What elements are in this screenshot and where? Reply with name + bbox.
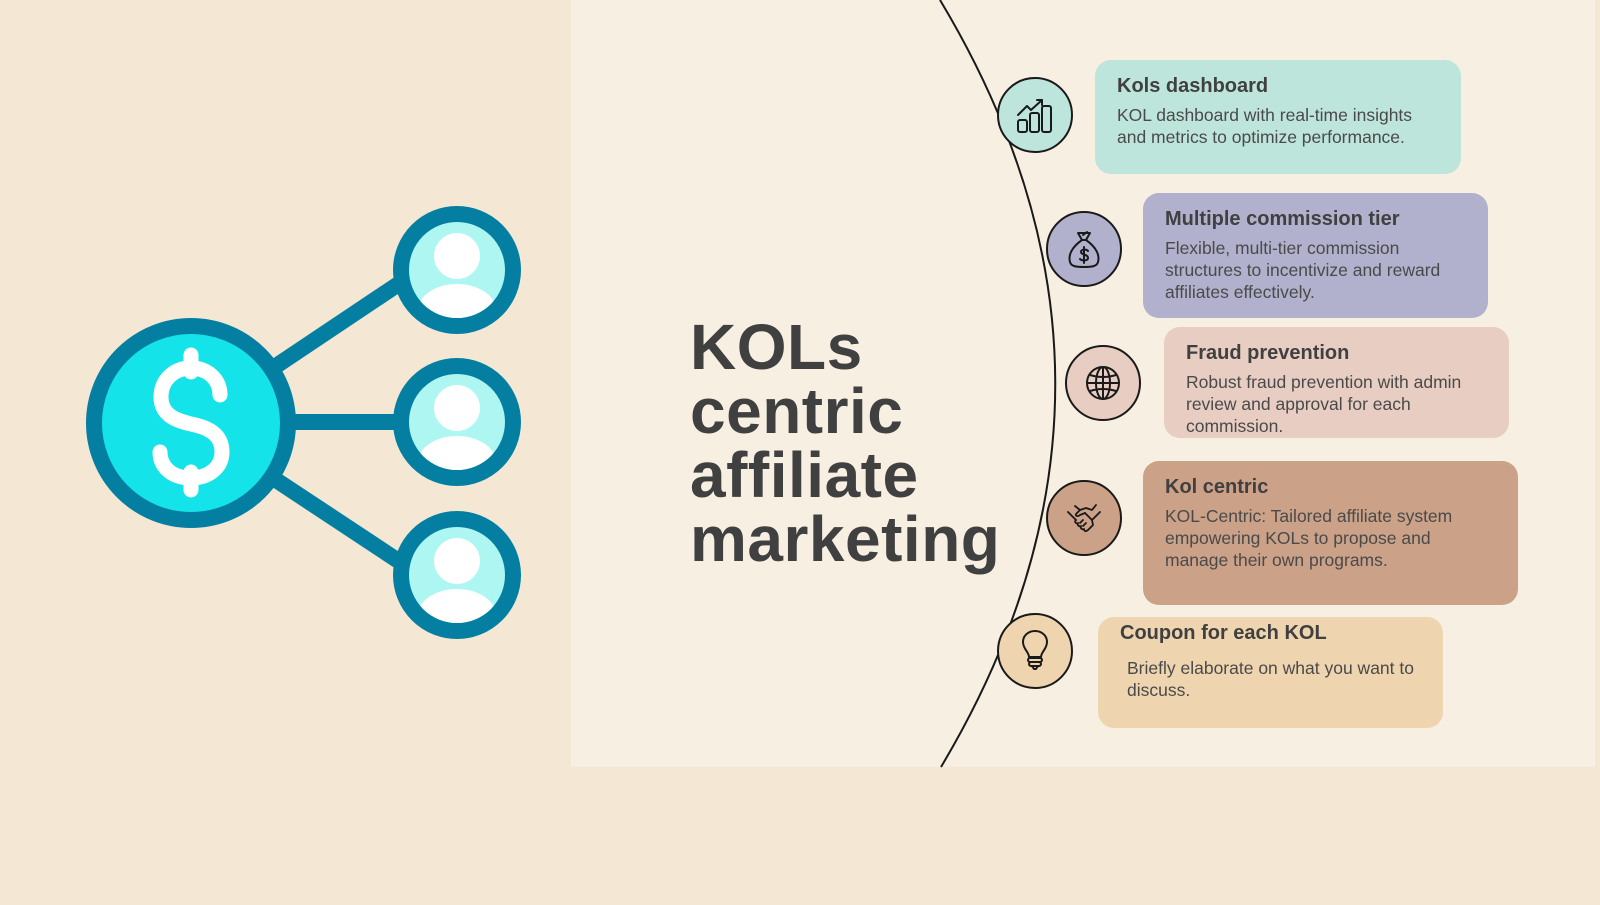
feature-card-kol-centric: Kol centric KOL-Centric: Tailored affili… [1143, 461, 1518, 605]
feature-description: KOL dashboard with real-time insights an… [1117, 105, 1413, 147]
title-line: centric [690, 375, 904, 447]
feature-description: Briefly elaborate on what you want to di… [1127, 658, 1414, 700]
user-avatar-3 [393, 511, 521, 639]
connector-line [265, 469, 405, 569]
user-avatar-2 [393, 358, 521, 486]
feature-title: Coupon for each KOL [1120, 622, 1327, 644]
feature-title: Kol centric [1165, 476, 1269, 498]
feature-title: Fraud prevention [1186, 342, 1350, 364]
globe-icon [1086, 366, 1120, 400]
feature-description: KOL-Centric: Tailored affiliate system e… [1165, 506, 1453, 570]
title-line: affiliate [690, 439, 919, 511]
feature-title: Multiple commission tier [1165, 208, 1400, 230]
feature-node-dashboard [997, 77, 1073, 153]
user-avatar-1 [393, 206, 521, 334]
connector-line [265, 276, 405, 377]
feature-node-kol-centric [1046, 480, 1122, 556]
page-title: KOLs centric affiliate marketing [690, 315, 1030, 571]
feature-title: Kols dashboard [1117, 75, 1269, 97]
feature-node-commission [1046, 211, 1122, 287]
feature-card-commission: Multiple commission tier Flexible, multi… [1143, 193, 1488, 318]
feature-node-coupon [997, 613, 1073, 689]
dollar-hub-icon [86, 318, 296, 528]
feature-card-coupon: Coupon for each KOL Briefly elaborate on… [1098, 617, 1443, 728]
feature-card-dashboard: Kols dashboard KOL dashboard with real-t… [1095, 60, 1461, 174]
money-bag-icon [1068, 231, 1100, 268]
feature-description: Flexible, multi-tier commission structur… [1165, 238, 1441, 302]
handshake-icon [1067, 504, 1101, 532]
feature-node-fraud [1065, 345, 1141, 421]
network-diagram-icon [86, 206, 521, 639]
feature-card-fraud: Fraud prevention Robust fraud prevention… [1164, 327, 1509, 438]
feature-description: Robust fraud prevention with admin revie… [1186, 372, 1462, 436]
lightbulb-icon [1022, 630, 1048, 670]
title-line: KOLs [690, 311, 863, 383]
title-line: marketing [690, 503, 1001, 575]
bar-chart-trend-icon [1017, 99, 1052, 133]
affiliate-network-illustration [0, 0, 571, 900]
